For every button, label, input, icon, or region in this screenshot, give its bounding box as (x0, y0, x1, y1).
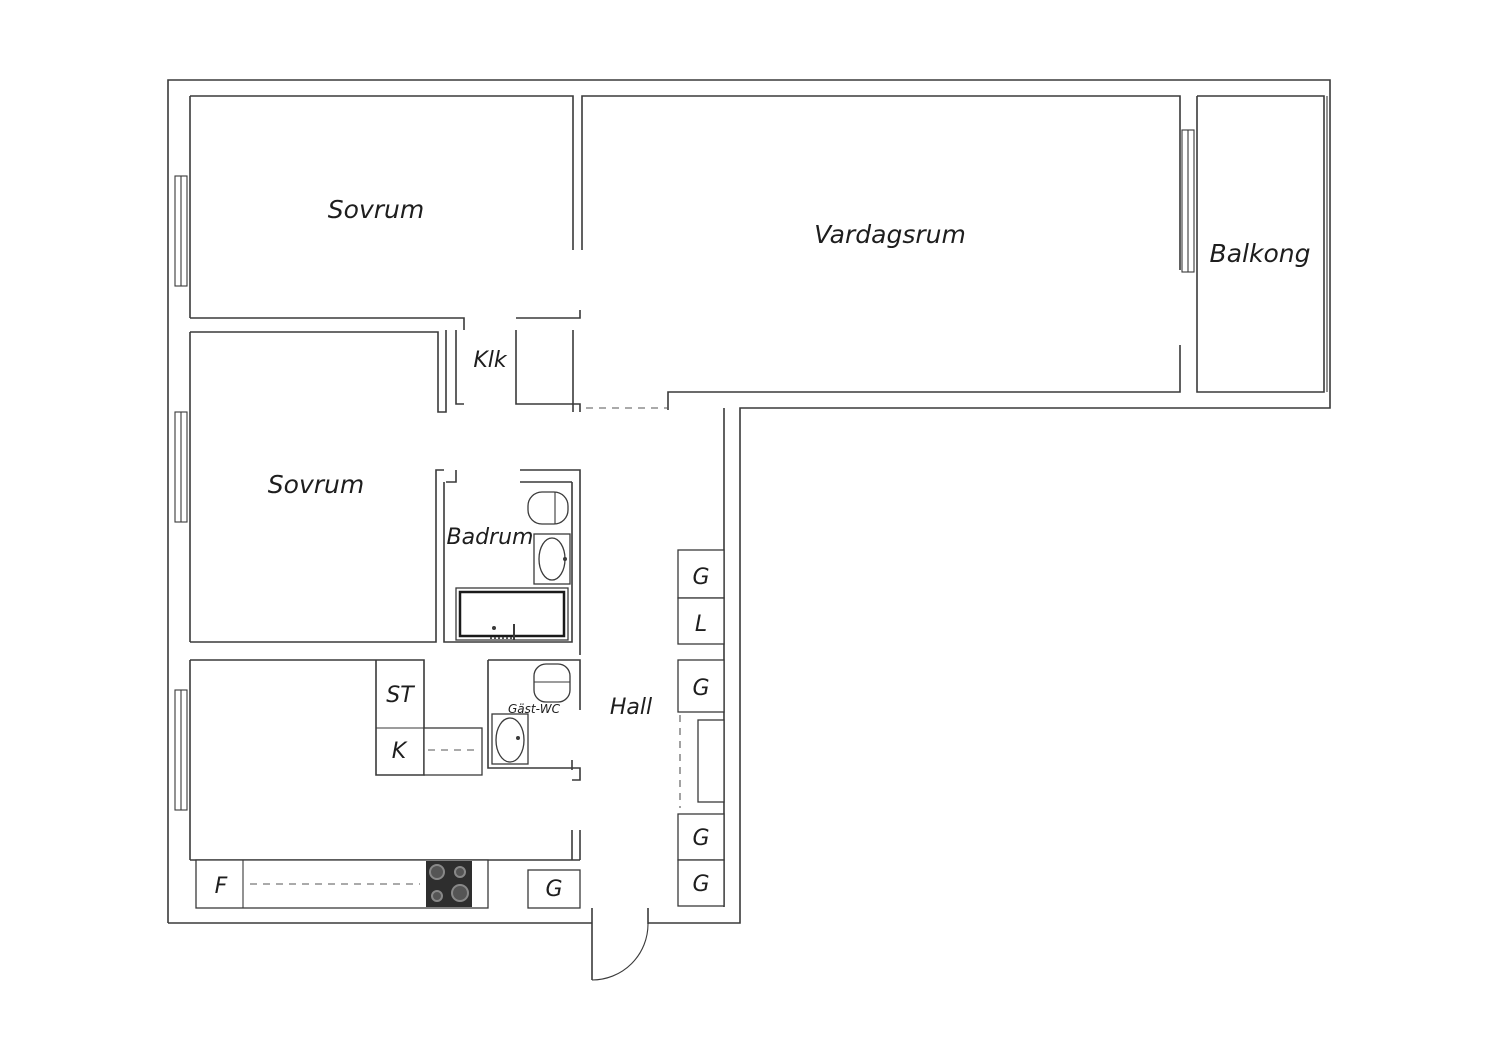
storage-label-g4: G (692, 872, 709, 897)
storage-label-l: L (695, 612, 707, 637)
outer-walls (167, 79, 1331, 924)
bathroom-fixtures (455, 491, 571, 765)
room-label-vardagsrum: Vardagsrum (814, 220, 966, 249)
toilet-icon (527, 491, 569, 525)
storage-label-f: F (215, 874, 228, 899)
storage-label-g-entry: G (545, 877, 562, 902)
entrance-door (591, 908, 649, 981)
room-label-klk: Klk (473, 348, 508, 373)
room-label-badrum: Badrum (447, 525, 534, 550)
storage-label-k: K (392, 739, 408, 764)
wc-toilet-icon (533, 663, 571, 703)
room-label-gast-wc: Gäst-WC (508, 702, 561, 716)
kitchen (195, 727, 489, 909)
storage-label-g3: G (692, 826, 709, 851)
hall-storage (527, 549, 725, 909)
bathtub-icon (455, 587, 569, 641)
room-label-balkong: Balkong (1210, 239, 1311, 268)
storage-label-g1: G (692, 565, 709, 590)
storage-label-st: ST (386, 683, 415, 708)
room-label-hall: Hall (610, 695, 652, 720)
room-label-sovrum-bottom: Sovrum (268, 470, 364, 499)
room-label-sovrum-top: Sovrum (328, 195, 424, 224)
storage-label-g2: G (692, 676, 709, 701)
windows (174, 96, 1328, 811)
interior-walls (189, 96, 725, 907)
